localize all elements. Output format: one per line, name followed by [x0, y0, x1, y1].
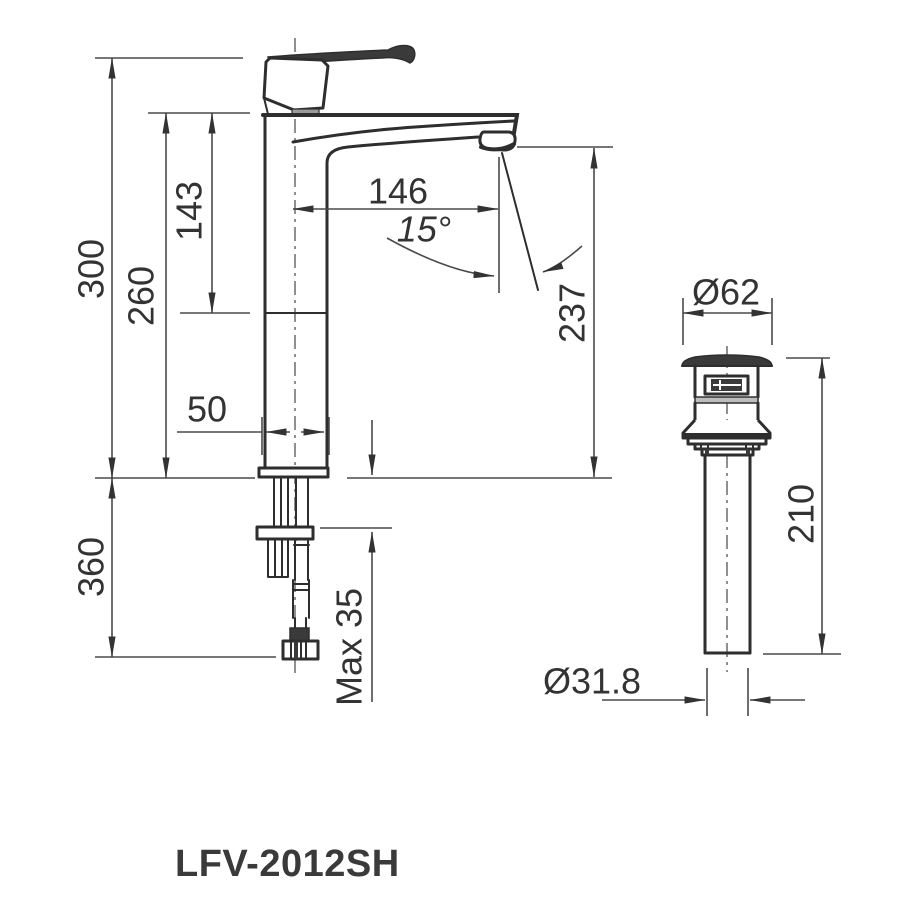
hose-nut-facets: [290, 640, 307, 660]
dim-label-under-counter-depth: 360: [71, 537, 112, 597]
dim-label-upper-body-height: 143: [169, 181, 210, 241]
dim-label-flange-diameter: Ø62: [692, 272, 760, 313]
faucet-dimension-lines: [95, 57, 613, 702]
neck-shadow-marks: [705, 449, 750, 455]
mounting-studs: [273, 476, 289, 528]
drain-seal-band: [694, 396, 759, 404]
dim-label-tailpipe-length: 210: [781, 484, 822, 544]
drain-body-upper: [693, 364, 760, 399]
hose-crimp-collar: [289, 627, 310, 642]
thread-ticks: [700, 443, 754, 450]
mounting-bracket: [267, 538, 289, 578]
drain-neck: [700, 447, 755, 457]
dim-label-body-height: 260: [121, 266, 162, 326]
drain-assembly-view: Ø62 210 Ø31.8: [543, 272, 841, 716]
dim-label-spray-angle: 15°: [397, 209, 451, 250]
faucet-handle-body: [262, 56, 330, 112]
tailpipe-walls: [703, 453, 752, 655]
dim-label-spout-to-counter: 237: [552, 283, 593, 343]
overflow-window-slits: [713, 380, 741, 390]
handle-base-edge: [263, 97, 269, 115]
mounting-nut-plate: [255, 525, 315, 541]
angle-arc-right: [542, 245, 583, 273]
angle-arc-left: [386, 237, 495, 279]
faucet-front-view: 300 260 143 146 15° 237 50 360 Max 35: [71, 38, 613, 706]
aerator-outlet-lip: [479, 142, 516, 152]
dim-label-tailpipe-diameter: Ø31.8: [543, 661, 641, 702]
base-plate: [257, 466, 330, 479]
spout-upper-curve: [291, 119, 516, 144]
water-stream-line: [501, 152, 539, 291]
dim-label-max-counter-thickness: Max 35: [329, 588, 370, 706]
spout-top-edge: [261, 113, 520, 135]
drain-body-lower: [693, 401, 760, 422]
dim-label-spout-reach: 146: [368, 171, 428, 212]
spout-under-curve-and-column-right: [325, 135, 480, 470]
drain-flange-cap: [681, 354, 773, 367]
model-number-label: LFV-2012SH: [175, 843, 400, 885]
supply-hose: [292, 538, 310, 629]
dim-label-overall-height: 300: [71, 239, 112, 299]
dim-label-body-width: 50: [187, 389, 227, 430]
drain-dimension-lines: [602, 298, 841, 716]
